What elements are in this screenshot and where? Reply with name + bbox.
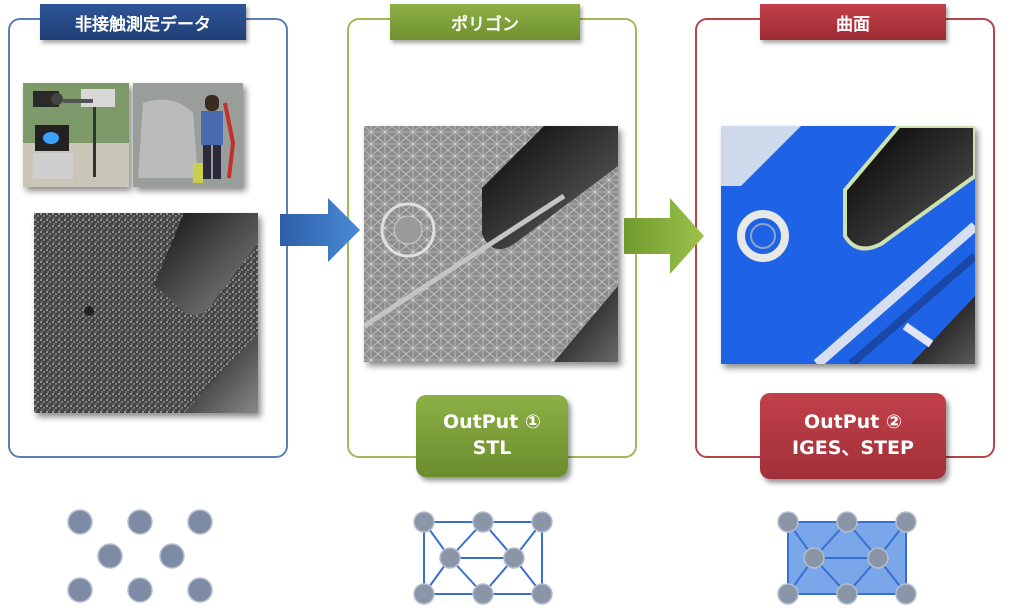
output-stl-line1: OutPut ① bbox=[443, 411, 541, 434]
output-stl-line2: STL bbox=[472, 437, 512, 459]
point-cloud-icon bbox=[67, 509, 213, 603]
output-iges-line1: OutPut ② bbox=[804, 411, 902, 434]
output-iges-step-button: OutPut ② IGES、STEP bbox=[760, 393, 946, 479]
polygon-label: ポリゴン bbox=[390, 4, 580, 40]
arrow-right-icon bbox=[280, 198, 360, 262]
arrow-right-icon bbox=[624, 198, 704, 274]
output-iges-line2: IGES、STEP bbox=[792, 437, 914, 459]
polygon-mesh-image bbox=[364, 126, 618, 362]
point-cloud-image bbox=[34, 213, 258, 413]
scanner-photo bbox=[23, 83, 129, 187]
surface-image bbox=[721, 126, 975, 364]
output-stl-button: OutPut ① STL bbox=[416, 395, 568, 477]
arm-measurement-photo bbox=[133, 83, 243, 187]
surface-label: 曲面 bbox=[760, 4, 946, 40]
surface-icon bbox=[777, 511, 917, 605]
polygon-mesh-icon bbox=[413, 511, 553, 605]
measurement-data-label: 非接触測定データ bbox=[40, 4, 246, 40]
